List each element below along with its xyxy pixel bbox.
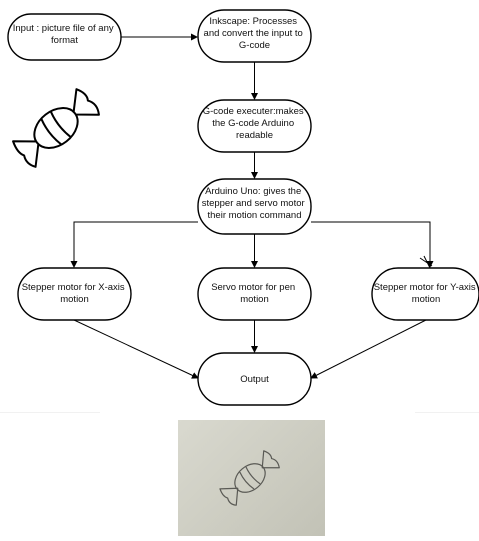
edge-stepper-x-to-output <box>73 319 199 379</box>
node-input-text: Input : picture file of any format <box>13 23 117 46</box>
node-input: Input : picture file of any format <box>7 13 122 61</box>
node-gcode: G-code executer:makes the G-code Arduino… <box>197 99 312 153</box>
sketch-candy-icon <box>219 450 280 506</box>
divider-left <box>0 412 100 413</box>
node-stepper-x-text: Stepper motor for X-axis motion <box>22 282 128 305</box>
edge-arduino-to-stepper-y <box>311 221 434 268</box>
node-inkscape: Inkscape: Processes and convert the inpu… <box>197 9 312 63</box>
node-stepper-x: Stepper motor for X-axis motion <box>17 267 132 321</box>
edges <box>70 33 434 379</box>
candy-sketch-photo <box>178 420 325 536</box>
ink-mark-icon <box>419 255 433 269</box>
node-stepper-y-text: Stepper motor for Y-axis motion <box>374 282 479 305</box>
candy-icon <box>12 88 100 168</box>
node-output: Output <box>197 352 312 406</box>
edge-stepper-y-to-output <box>310 319 427 379</box>
node-servo: Servo motor for pen motion <box>197 267 312 321</box>
node-servo-text: Servo motor for pen motion <box>211 282 298 305</box>
divider-right <box>415 412 479 413</box>
node-gcode-text: G-code executer:makes the G-code Arduino… <box>203 106 307 141</box>
node-arduino-text: Arduino Uno: gives the stepper and servo… <box>202 186 308 221</box>
node-inkscape-text: Inkscape: Processes and convert the inpu… <box>204 16 306 51</box>
node-arduino: Arduino Uno: gives the stepper and servo… <box>197 178 312 235</box>
node-stepper-y: Stepper motor for Y-axis motion <box>371 267 479 321</box>
node-output-text: Output <box>240 374 269 385</box>
edge-arduino-to-stepper-x <box>70 221 198 268</box>
